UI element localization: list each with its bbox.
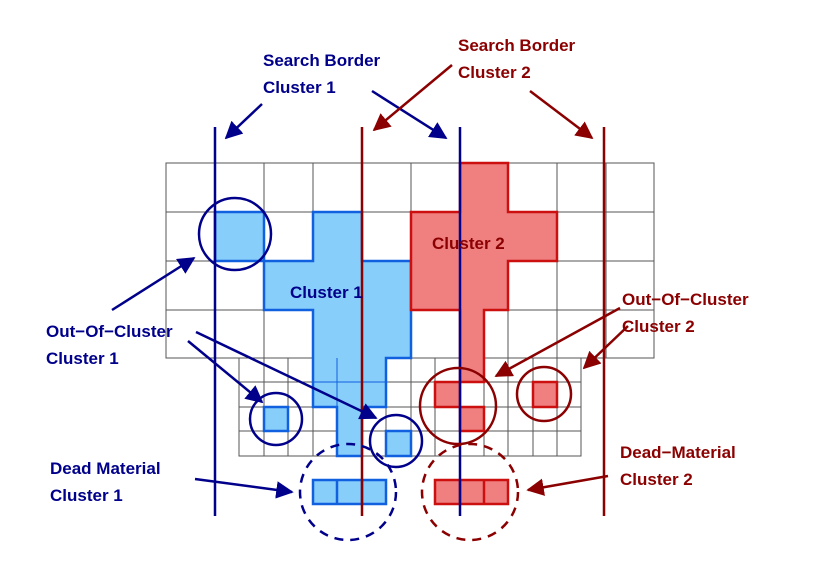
search-border-1-label: Search Border Cluster 1 — [263, 51, 385, 97]
dead-material-1-cells — [311, 478, 388, 506]
dead-material-2-label: Dead−Material Cluster 2 — [620, 443, 740, 489]
search-border-2-label: Search Border Cluster 2 — [458, 36, 580, 82]
dead-material-2-cells — [433, 478, 510, 506]
dead-material-2-circle — [420, 442, 520, 542]
dead-material-1-circle — [298, 442, 398, 542]
out-of-cluster-1-label: Out−Of−Cluster Cluster 1 — [46, 322, 177, 368]
out-of-cluster-circles — [197, 196, 573, 469]
dead-material-1-label: Dead Material Cluster 1 — [50, 459, 165, 505]
out-of-cluster-2-cell-a — [433, 380, 462, 409]
cluster-1-label: Cluster 1 — [290, 283, 363, 302]
out-of-cluster-2-cell-c — [531, 380, 559, 409]
out-of-cluster-1-cell-c — [384, 429, 413, 458]
out-of-cluster-1-cell-b — [262, 405, 290, 433]
cluster-2-body — [409, 161, 559, 384]
out-of-cluster-2-cell-b — [458, 405, 486, 433]
cluster-2-label: Cluster 2 — [432, 234, 505, 253]
out-of-cluster-2-label: Out−Of−Cluster Cluster 2 — [622, 290, 753, 336]
out-of-cluster-1-cell-a — [213, 210, 266, 263]
annotation-arrows — [111, 64, 629, 499]
